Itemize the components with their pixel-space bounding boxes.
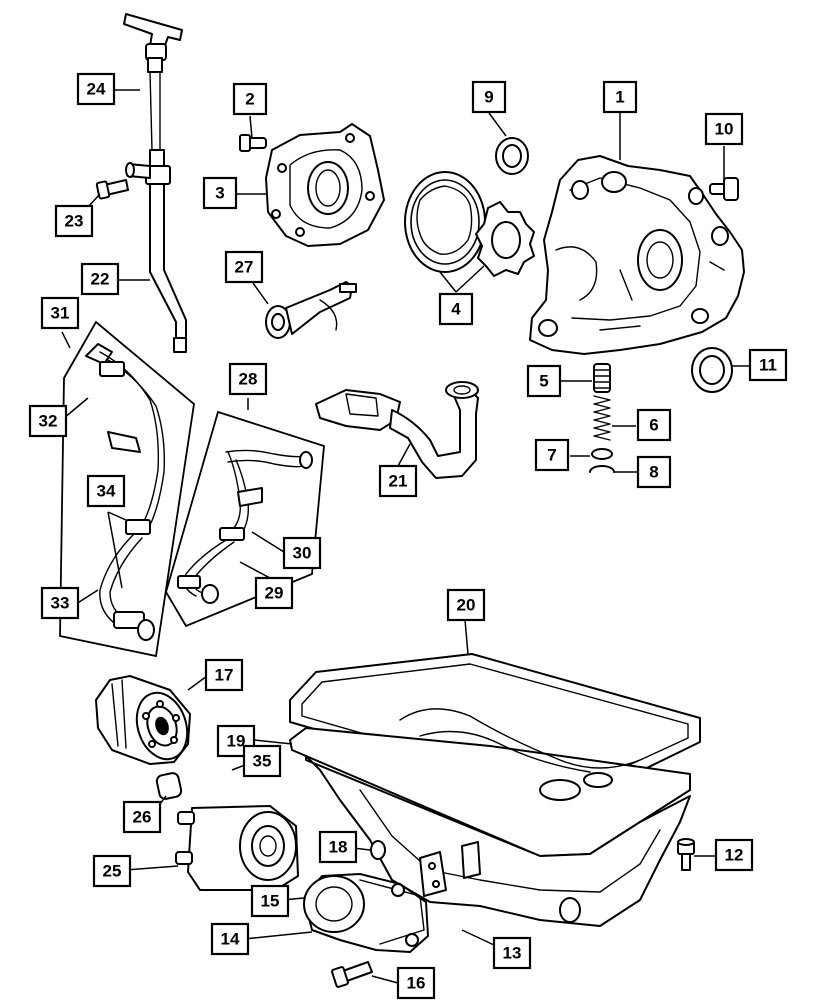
callout-11: 11 — [748, 348, 788, 382]
svg-text:4: 4 — [451, 300, 461, 319]
callout-29: 29 — [254, 576, 294, 610]
callout-32: 32 — [28, 404, 68, 438]
svg-text:23: 23 — [65, 212, 84, 231]
callout-23: 23 — [54, 204, 94, 238]
oil-pickup-tube — [315, 381, 479, 479]
svg-text:32: 32 — [39, 412, 58, 431]
svg-text:6: 6 — [649, 416, 658, 435]
callout-17: 17 — [204, 658, 244, 692]
callout-14: 14 — [210, 922, 250, 956]
callout-6: 6 — [636, 408, 672, 442]
svg-text:10: 10 — [715, 120, 734, 139]
svg-text:14: 14 — [221, 930, 240, 949]
callout-13: 13 — [492, 936, 532, 970]
callout-18: 18 — [318, 830, 358, 864]
callout-25: 25 — [92, 854, 132, 888]
svg-text:30: 30 — [293, 544, 312, 563]
svg-text:25: 25 — [103, 862, 122, 881]
svg-text:13: 13 — [503, 944, 522, 963]
callouts: 1 2 3 4 5 6 7 8 9 10 11 12 13 14 15 16 1… — [28, 72, 788, 1000]
callout-7: 7 — [534, 438, 570, 472]
oil-pump-housing — [529, 155, 745, 355]
svg-text:8: 8 — [649, 463, 658, 482]
pump-cover-assembly — [239, 123, 385, 247]
callout-24: 24 — [76, 72, 116, 106]
svg-text:12: 12 — [725, 846, 744, 865]
svg-text:2: 2 — [245, 90, 254, 109]
callout-34: 34 — [86, 474, 126, 508]
callout-10: 10 — [704, 112, 744, 146]
svg-text:20: 20 — [457, 596, 476, 615]
callout-16: 16 — [396, 966, 436, 1000]
svg-text:26: 26 — [133, 808, 152, 827]
filter-adapter — [303, 873, 429, 988]
relief-valve-parts — [589, 363, 615, 473]
callout-22: 22 — [80, 262, 120, 296]
svg-text:18: 18 — [329, 838, 348, 857]
oil-pan-assembly — [289, 653, 701, 927]
oil-filter — [95, 675, 191, 765]
callout-19: 19 — [216, 724, 256, 758]
callout-21: 21 — [378, 464, 418, 498]
svg-text:7: 7 — [547, 446, 556, 465]
callout-12: 12 — [714, 838, 754, 872]
callout-33: 33 — [40, 586, 80, 620]
callout-35: 35 — [242, 744, 282, 778]
svg-text:16: 16 — [407, 974, 426, 993]
callout-30: 30 — [282, 536, 322, 570]
callout-26: 26 — [122, 800, 162, 834]
callout-1: 1 — [602, 80, 638, 114]
callout-5: 5 — [526, 364, 562, 398]
svg-text:34: 34 — [97, 482, 116, 501]
callout-28: 28 — [228, 362, 268, 396]
svg-text:3: 3 — [215, 184, 224, 203]
svg-text:28: 28 — [239, 370, 258, 389]
oil-cooler — [155, 772, 299, 891]
callout-27: 27 — [224, 250, 264, 284]
oil-sensor-assembly — [265, 281, 357, 339]
callout-3: 3 — [202, 176, 238, 210]
svg-text:21: 21 — [389, 472, 408, 491]
callout-20: 20 — [446, 588, 486, 622]
callout-9: 9 — [471, 80, 507, 114]
svg-text:9: 9 — [484, 88, 493, 107]
svg-text:11: 11 — [759, 356, 777, 375]
svg-text:27: 27 — [235, 258, 254, 277]
svg-text:22: 22 — [91, 270, 110, 289]
callout-15: 15 — [250, 884, 290, 918]
svg-text:24: 24 — [87, 80, 106, 99]
callout-4: 4 — [438, 292, 474, 326]
bolt-and-seal — [691, 177, 739, 393]
svg-text:33: 33 — [51, 594, 70, 613]
hose-group-28 — [165, 410, 325, 628]
callout-2: 2 — [232, 82, 268, 116]
callout-8: 8 — [636, 455, 672, 489]
svg-text:29: 29 — [265, 584, 284, 603]
dipstick-assembly — [95, 13, 187, 353]
pump-rotors — [404, 137, 535, 277]
svg-text:35: 35 — [253, 752, 272, 771]
svg-text:17: 17 — [215, 666, 234, 685]
svg-text:19: 19 — [227, 732, 246, 751]
callout-31: 31 — [40, 296, 80, 330]
svg-text:1: 1 — [615, 88, 624, 107]
svg-text:15: 15 — [261, 892, 280, 911]
svg-text:31: 31 — [51, 304, 70, 323]
svg-text:5: 5 — [539, 372, 548, 391]
